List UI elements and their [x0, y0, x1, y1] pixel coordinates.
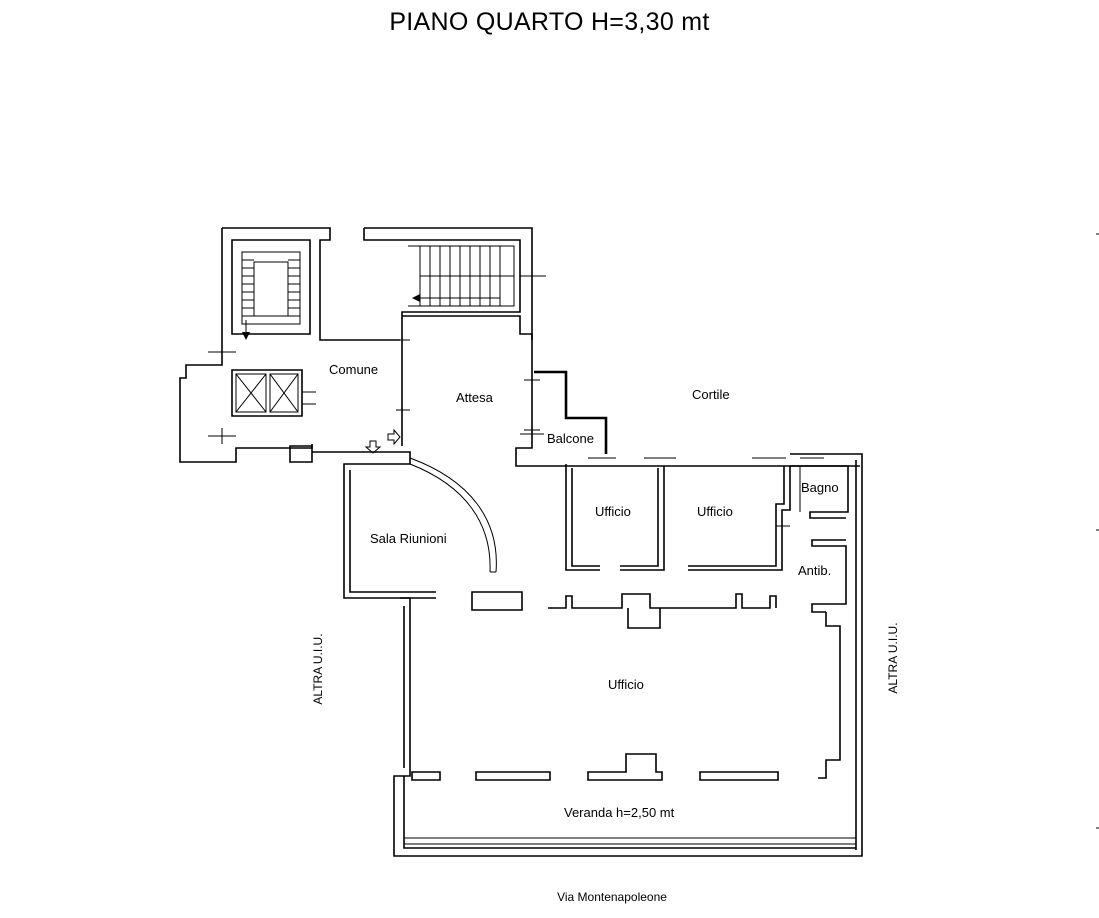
interior-pillars	[411, 591, 841, 781]
room-label-ufficio-1: Ufficio	[595, 504, 631, 519]
room-label-ufficio-main: Ufficio	[608, 677, 644, 692]
room-label-ufficio-2: Ufficio	[697, 504, 733, 519]
side-label-right: ALTRA U.I.U.	[886, 622, 900, 694]
street-label: Via Montenapoleone	[557, 890, 667, 904]
room-label-antib: Antib.	[798, 563, 832, 578]
room-label-balcone: Balcone	[547, 431, 594, 446]
balcone-rail	[534, 370, 608, 454]
room-label-veranda: Veranda h=2,50 mt	[564, 805, 675, 820]
office-partitions	[565, 457, 849, 613]
room-label-cortile: Cortile	[692, 387, 730, 402]
room-label-comune: Comune	[329, 362, 379, 377]
outer-walls	[312, 451, 863, 857]
plan-title: PIANO QUARTO H=3,30 mt	[389, 8, 710, 36]
room-label-bagno: Bagno	[801, 480, 839, 495]
stair-block-right	[363, 227, 546, 446]
side-label-left: ALTRA U.I.U.	[311, 633, 325, 705]
attesa-area	[364, 315, 860, 467]
curved-wall	[409, 457, 497, 573]
stair-block-left	[179, 227, 400, 463]
room-label-attesa: Attesa	[456, 390, 493, 405]
room-label-sala-riunioni: Sala Riunioni	[370, 531, 447, 546]
